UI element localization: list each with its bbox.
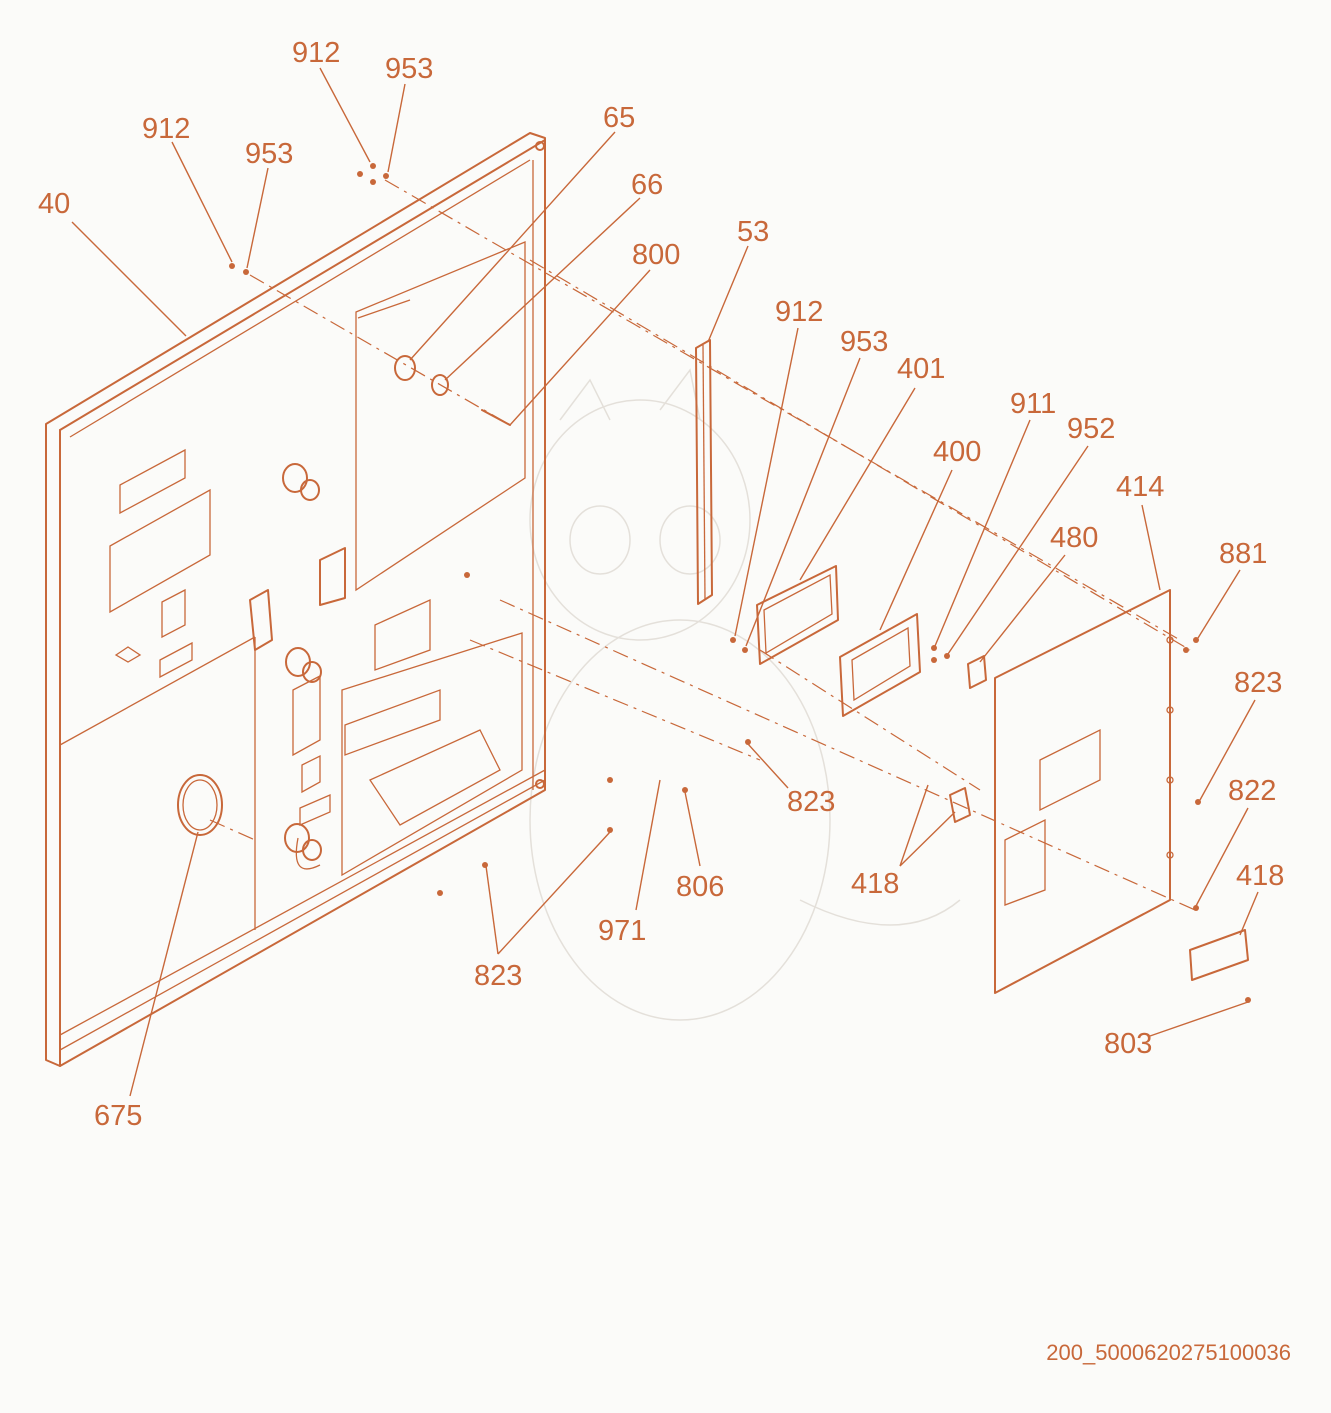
callout-401: 401 [897, 353, 945, 385]
callout-40: 40 [38, 188, 70, 220]
callout-400: 400 [933, 436, 981, 468]
switch-480 [967, 655, 987, 689]
callout-480: 480 [1050, 522, 1098, 554]
callout-953: 953 [385, 53, 433, 85]
callout-912: 912 [775, 296, 823, 328]
callout-800: 800 [632, 239, 680, 271]
callout-912: 912 [142, 113, 190, 145]
callout-953: 953 [245, 138, 293, 170]
callout-911: 911 [1010, 388, 1056, 420]
callout-822: 822 [1228, 775, 1276, 807]
callout-881: 881 [1219, 538, 1267, 570]
callout-418: 418 [851, 868, 899, 900]
callout-823: 823 [1234, 667, 1282, 699]
callout-803: 803 [1104, 1028, 1152, 1060]
callout-65: 65 [603, 102, 635, 134]
callout-823: 823 [787, 786, 835, 818]
leader-lines [71, 67, 1259, 1097]
assembly-axes [209, 179, 1196, 911]
callout-414: 414 [1116, 471, 1164, 503]
callout-952: 952 [1067, 413, 1115, 445]
callout-66: 66 [631, 169, 663, 201]
main-panel-40 [45, 132, 546, 1067]
callout-labels: 912 953 912 953 40 65 66 800 53 912 953 … [38, 37, 1284, 1132]
callout-823: 823 [474, 960, 522, 992]
rail-53 [695, 339, 713, 605]
document-id: 200_5000620275100036 [1046, 1340, 1291, 1365]
callout-912: 912 [292, 37, 340, 69]
watermark-figure [529, 368, 961, 1021]
callout-675: 675 [94, 1100, 142, 1132]
back-plate-414 [994, 589, 1174, 994]
hardware-dots [229, 163, 1251, 1003]
clip-418-lower [1189, 929, 1249, 981]
callout-971: 971 [598, 915, 646, 947]
callout-53: 53 [737, 216, 769, 248]
callout-418: 418 [1236, 860, 1284, 892]
callout-806: 806 [676, 871, 724, 903]
cover-401 [756, 565, 839, 665]
gasket-400 [839, 613, 921, 717]
callout-953: 953 [840, 326, 888, 358]
